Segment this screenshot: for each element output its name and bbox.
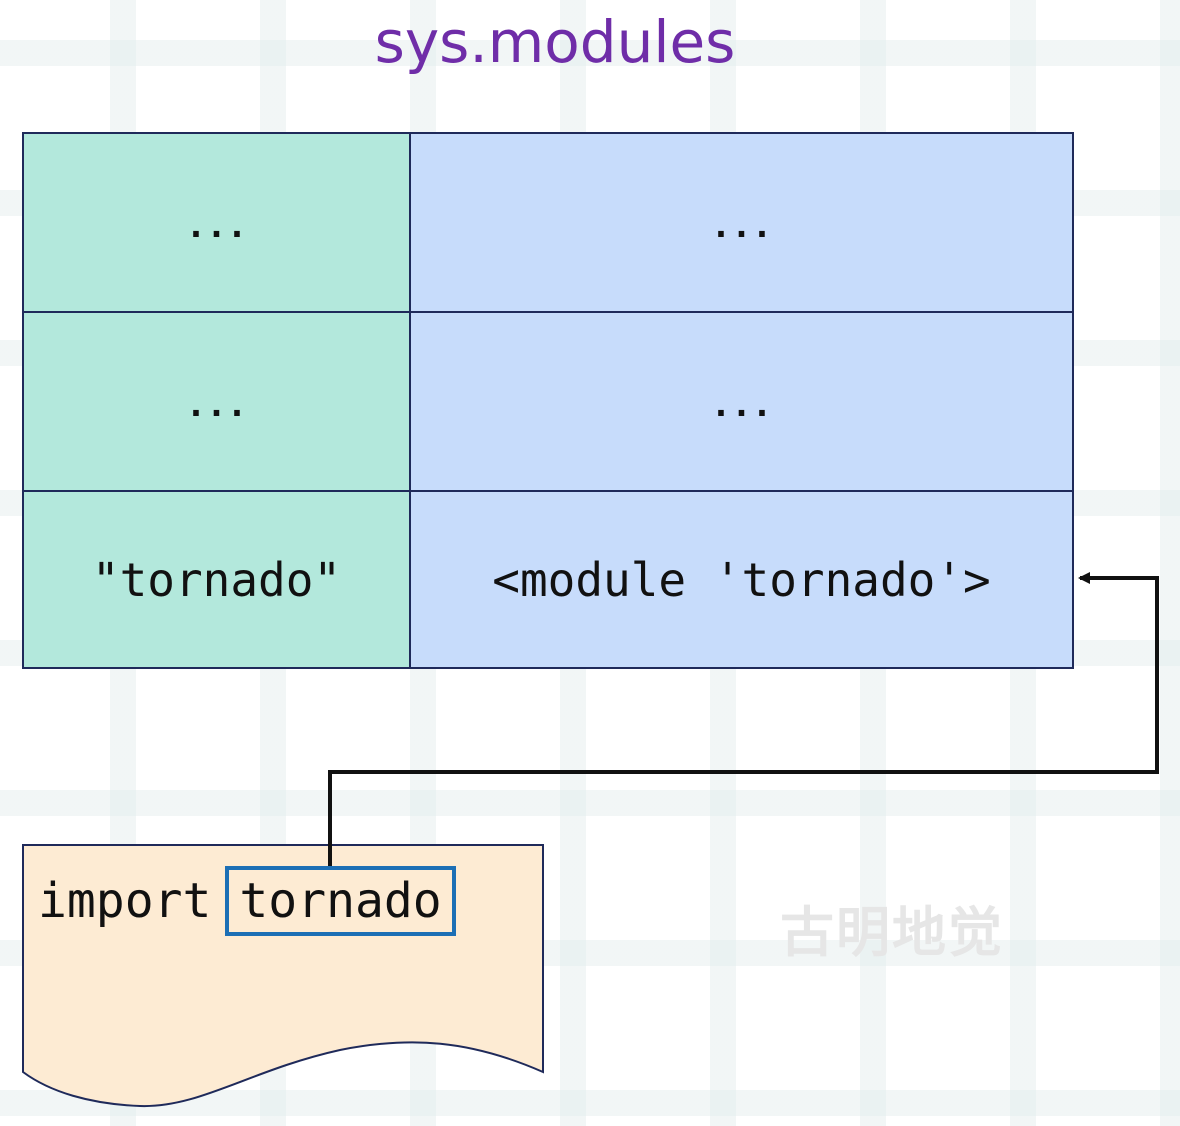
value-cell: ... bbox=[411, 134, 1072, 311]
key-cell-tornado: "tornado" bbox=[24, 492, 411, 667]
table-row: "tornado" <module 'tornado'> bbox=[24, 492, 1072, 667]
diagram-title: sys.modules bbox=[374, 8, 736, 76]
table-row: ... ... bbox=[24, 134, 1072, 313]
value-cell-tornado-module: <module 'tornado'> bbox=[411, 492, 1072, 667]
value-cell: ... bbox=[411, 313, 1072, 490]
watermark: 古明地觉 bbox=[780, 901, 1004, 964]
document-shape bbox=[22, 844, 544, 1108]
reference-arrow bbox=[328, 572, 1159, 866]
key-cell: ... bbox=[24, 313, 411, 490]
key-cell: ... bbox=[24, 134, 411, 311]
module-name-highlight: tornado bbox=[225, 866, 456, 936]
sys-modules-table: ... ... ... ... "tornado" <module 'torna… bbox=[22, 132, 1074, 669]
import-keyword: import bbox=[38, 873, 212, 929]
table-row: ... ... bbox=[24, 313, 1072, 492]
